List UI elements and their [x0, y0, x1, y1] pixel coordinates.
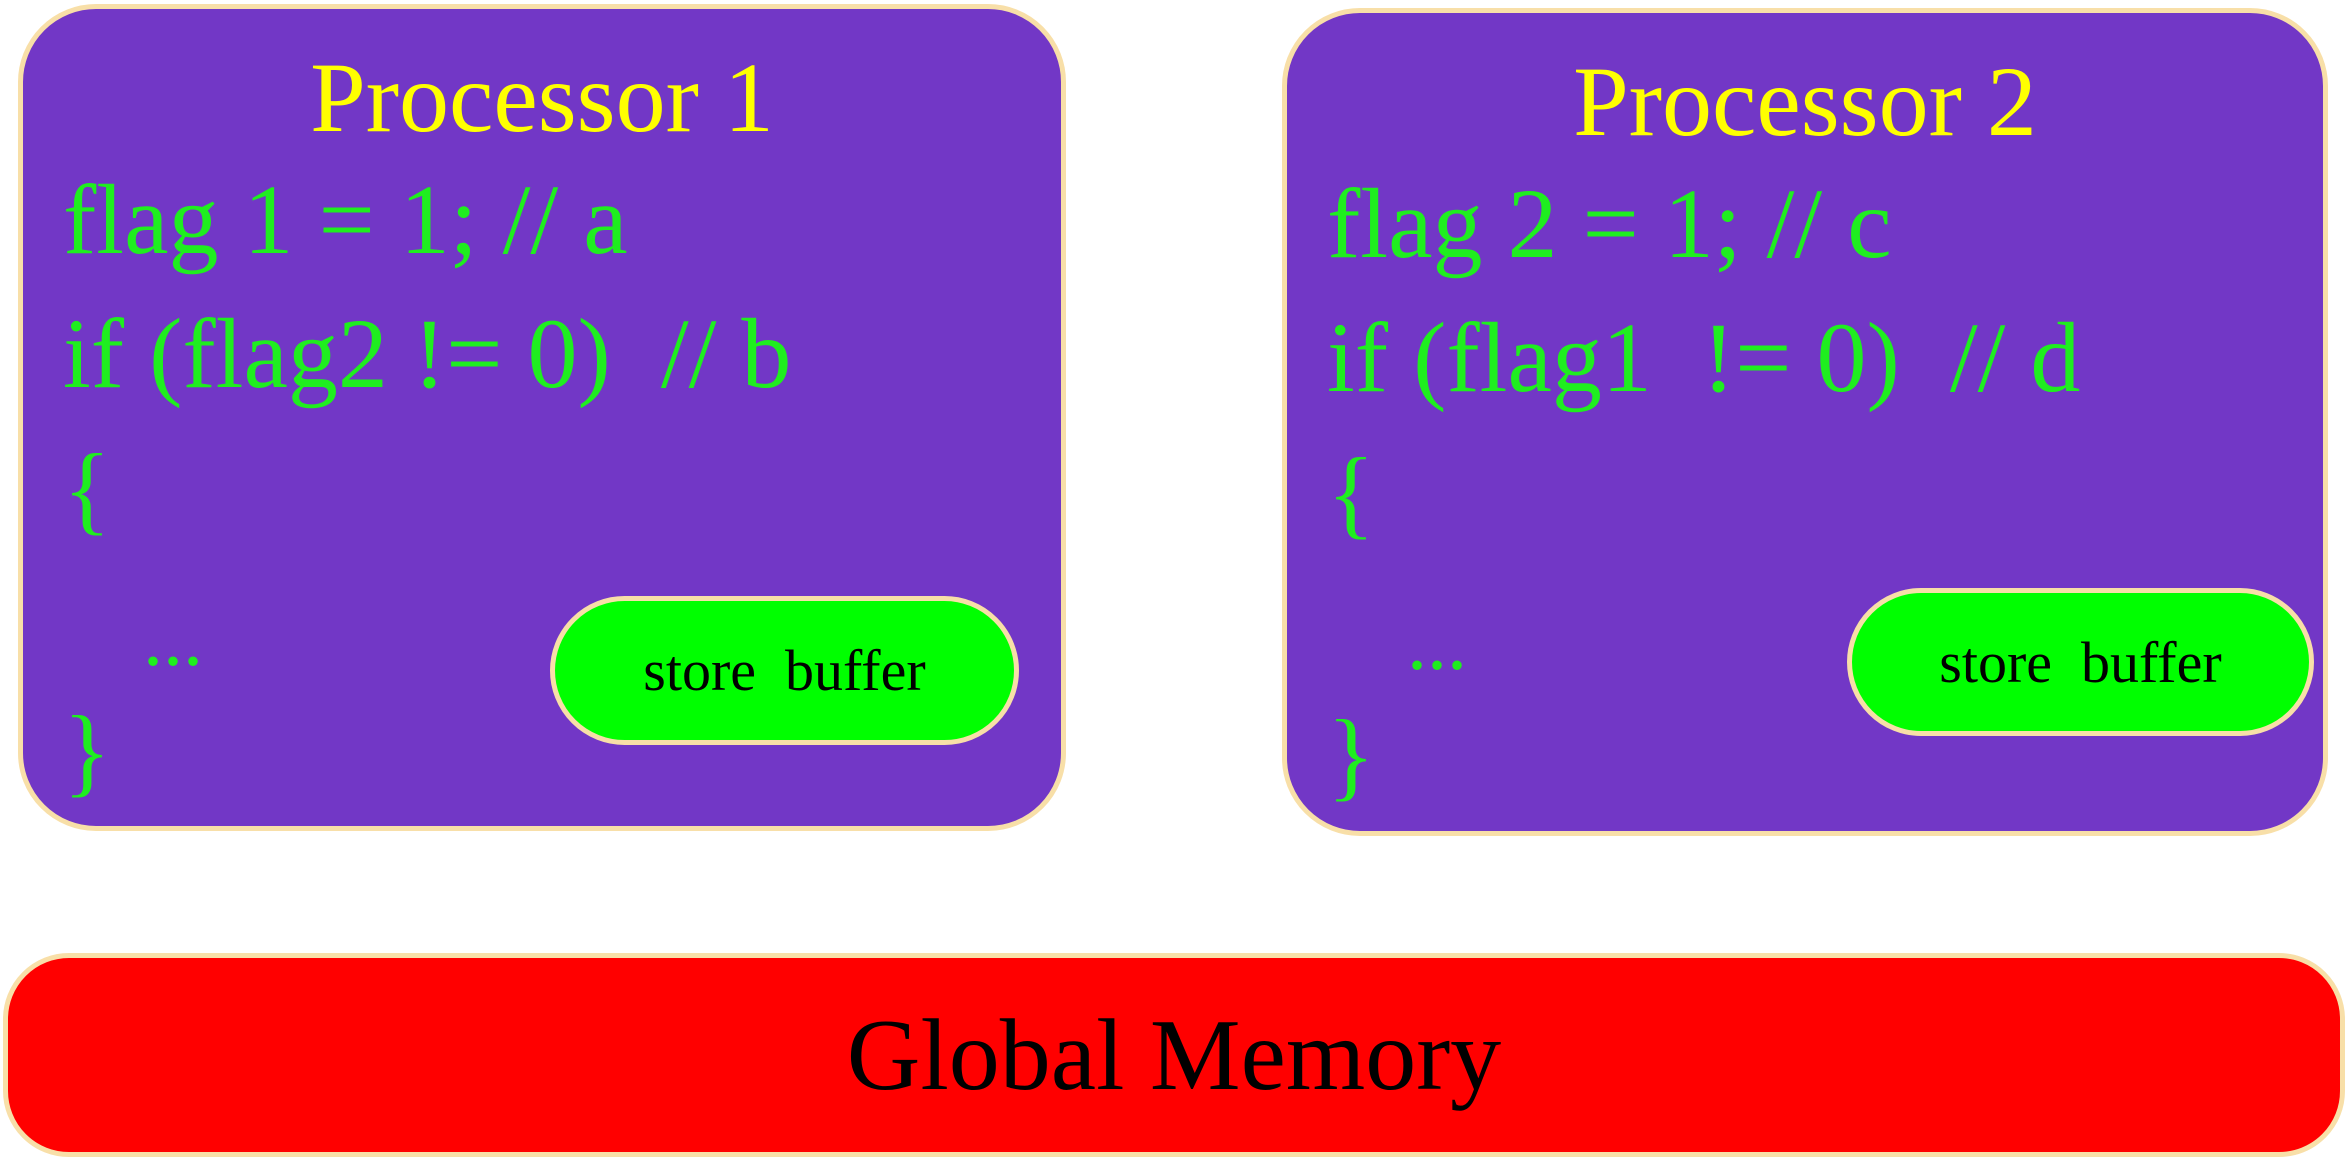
- processor-2-code-line-5: }: [1327, 699, 1375, 810]
- processor-1-code-line-5: }: [63, 695, 111, 806]
- processor-1-code-line-4: ...: [143, 595, 203, 683]
- processor-1-code-line-2: if (flag2 != 0) // b: [63, 298, 792, 409]
- processor-1-title: Processor 1: [310, 42, 774, 153]
- processor-2-code-line-3: {: [1327, 437, 1375, 548]
- global-memory-label: Global Memory: [846, 998, 1502, 1112]
- processor-2-code-line-2: if (flag1 != 0) // d: [1327, 302, 2081, 413]
- processor-2-code-line-4: ...: [1407, 599, 1467, 687]
- global-memory-box: Global Memory: [3, 953, 2345, 1157]
- processor-2-store-buffer: store buffer: [1847, 588, 2314, 736]
- processor-2-box: Processor 2 flag 2 = 1; // c if (flag1 !…: [1282, 8, 2328, 836]
- processor-2-title: Processor 2: [1573, 46, 2037, 157]
- processor-1-box: Processor 1 flag 1 = 1; // a if (flag2 !…: [18, 4, 1066, 831]
- processor-1-code-line-1: flag 1 = 1; // a: [63, 164, 628, 275]
- processor-2-code-line-1: flag 2 = 1; // c: [1327, 168, 1892, 279]
- processor-1-store-buffer: store buffer: [550, 596, 1019, 745]
- processor-1-code-line-3: {: [63, 433, 111, 544]
